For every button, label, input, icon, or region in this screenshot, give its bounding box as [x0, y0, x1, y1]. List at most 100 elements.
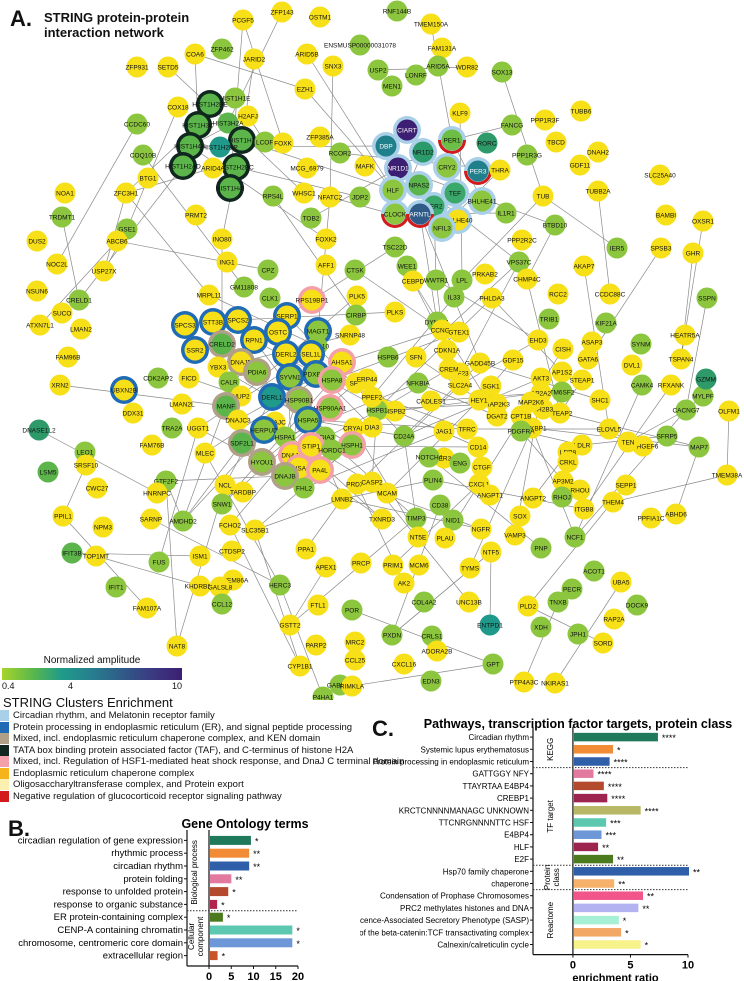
svg-text:PRCP: PRCP — [352, 561, 370, 568]
network-node: PXDN — [381, 624, 403, 646]
network-node: DERL1 — [258, 383, 286, 411]
svg-text:GATA6: GATA6 — [578, 357, 599, 364]
svg-text:OSTM1: OSTM1 — [309, 15, 332, 22]
network-node: FHL2 — [293, 477, 315, 499]
svg-text:ENTPD1: ENTPD1 — [477, 623, 503, 630]
group-label: TF target — [546, 799, 555, 832]
svg-text:HIST1H2AD: HIST1H2AD — [165, 164, 201, 171]
svg-text:NOC2L: NOC2L — [46, 262, 68, 269]
bar — [573, 891, 643, 900]
bar — [573, 745, 614, 754]
network-node: SUCO — [51, 302, 73, 324]
svg-text:ZFP462: ZFP462 — [210, 47, 234, 54]
legend-item: Circadian rhythm, and Melatonin receptor… — [0, 710, 404, 722]
svg-text:AP2A2: AP2A2 — [531, 391, 552, 398]
panel-a-title-line1: STRING protein-protein — [44, 10, 190, 25]
group-label: Cellularcomponent — [187, 916, 205, 956]
network-node: DDX31 — [122, 402, 144, 424]
network-node: XRN2 — [49, 374, 71, 396]
svg-text:CEBPD: CEBPD — [402, 279, 425, 286]
x-axis-label: enrichment ratio — [572, 973, 658, 981]
bar — [210, 861, 250, 871]
legend-swatch — [0, 710, 9, 722]
svg-text:CWC27: CWC27 — [86, 486, 109, 493]
svg-text:SPCS3: SPCS3 — [174, 323, 196, 330]
colorbar: Normalized amplitude 0.4 4 10 — [2, 655, 182, 692]
svg-text:ZFP931: ZFP931 — [125, 65, 149, 72]
bar — [573, 830, 602, 839]
svg-text:PLK5: PLK5 — [349, 294, 365, 301]
network-node: SLC2A4 — [448, 374, 472, 396]
svg-text:PPA1: PPA1 — [298, 547, 315, 554]
svg-text:SYNM: SYNM — [632, 342, 651, 349]
svg-text:ASAP3: ASAP3 — [582, 340, 603, 347]
network-node: PER1 — [438, 126, 466, 154]
network-node: CRY2 — [433, 153, 461, 181]
svg-text:PARP2: PARP2 — [306, 643, 327, 650]
svg-text:GHR: GHR — [686, 251, 701, 258]
svg-text:BAMBI: BAMBI — [656, 213, 676, 220]
group-label: KEGG — [546, 738, 555, 761]
svg-text:CADLES1: CADLES1 — [416, 399, 446, 406]
network-node: NPAS2 — [405, 171, 433, 199]
svg-text:SSPN: SSPN — [698, 296, 716, 303]
svg-text:CD24A: CD24A — [394, 434, 416, 441]
category-label: Condensation of Prophase Chromosomes — [380, 892, 529, 901]
svg-text:SOX13: SOX13 — [492, 70, 513, 77]
network-node: HIST1H2BP — [202, 136, 238, 158]
network-node: TRA2A — [161, 417, 183, 439]
svg-text:UBA5: UBA5 — [613, 580, 630, 587]
svg-text:KIF23: KIF23 — [451, 371, 469, 378]
svg-text:TEF: TEF — [449, 191, 461, 198]
network-node: HIST1H4I — [216, 174, 244, 202]
svg-text:DUS2: DUS2 — [28, 239, 46, 246]
network-node: MYLPF — [692, 385, 714, 407]
svg-text:CHMP4C: CHMP4C — [513, 277, 541, 284]
network-node: HORDC1 — [318, 439, 346, 461]
svg-text:WEE1: WEE1 — [398, 264, 417, 271]
network-node: SPCS3 — [171, 311, 199, 339]
svg-text:DIA3: DIA3 — [365, 425, 380, 432]
network-node: PDGFRA — [507, 420, 535, 442]
svg-text:RCOR2: RCOR2 — [329, 151, 352, 158]
network-node: CCNG2 — [431, 319, 454, 341]
network-node: IER3 — [433, 447, 455, 469]
network-node: COA6 — [184, 43, 206, 65]
svg-text:ARNTL: ARNTL — [409, 212, 431, 219]
network-node: ABCB6 — [106, 230, 128, 252]
network-node: ENG — [449, 452, 471, 474]
svg-text:NAT8: NAT8 — [169, 644, 186, 651]
category-label: Systemic lupus erythematosus — [421, 745, 530, 754]
network-node: LSM5 — [37, 461, 59, 483]
network-node: FOXK2 — [315, 228, 337, 250]
svg-text:USP27X: USP27X — [92, 269, 118, 276]
svg-text:PPP1R3G: PPP1R3G — [512, 153, 542, 160]
svg-text:LMAN2: LMAN2 — [70, 327, 92, 334]
svg-text:MLEC: MLEC — [196, 451, 214, 458]
svg-text:SFRP5: SFRP5 — [657, 434, 678, 441]
svg-text:ISM1: ISM1 — [192, 554, 208, 561]
network-node: MRPL11 — [197, 284, 222, 306]
network-node: JAG1 — [433, 420, 455, 442]
svg-text:PRKAB2: PRKAB2 — [472, 272, 498, 279]
x-tick-label: 15 — [270, 971, 282, 981]
significance-label: **** — [645, 806, 660, 816]
svg-text:ABCB6: ABCB6 — [106, 239, 128, 246]
svg-text:EHD3: EHD3 — [529, 338, 547, 345]
network-node: MCAM — [376, 482, 398, 504]
svg-text:DNAJB: DNAJB — [274, 474, 295, 481]
network-node: TMEM150A — [414, 13, 449, 35]
network-node: MRC2 — [344, 631, 366, 653]
network-node: HSPA8 — [318, 366, 346, 394]
svg-text:RCC2: RCC2 — [549, 292, 567, 299]
svg-text:KIF21A: KIF21A — [595, 321, 617, 328]
network-node: HIST1H2BE — [192, 90, 228, 118]
svg-text:HIST1H2BP: HIST1H2BP — [202, 145, 237, 152]
svg-text:PPEF2: PPEF2 — [362, 395, 383, 402]
network-node: APEX1 — [315, 556, 337, 578]
svg-text:STEAP1: STEAP1 — [570, 378, 595, 385]
svg-text:HSPH1: HSPH1 — [341, 443, 363, 450]
svg-text:GSTT2: GSTT2 — [280, 623, 301, 630]
colorbar-tick-min: 0.4 — [2, 681, 15, 691]
network-node: PLIN4 — [422, 469, 444, 491]
